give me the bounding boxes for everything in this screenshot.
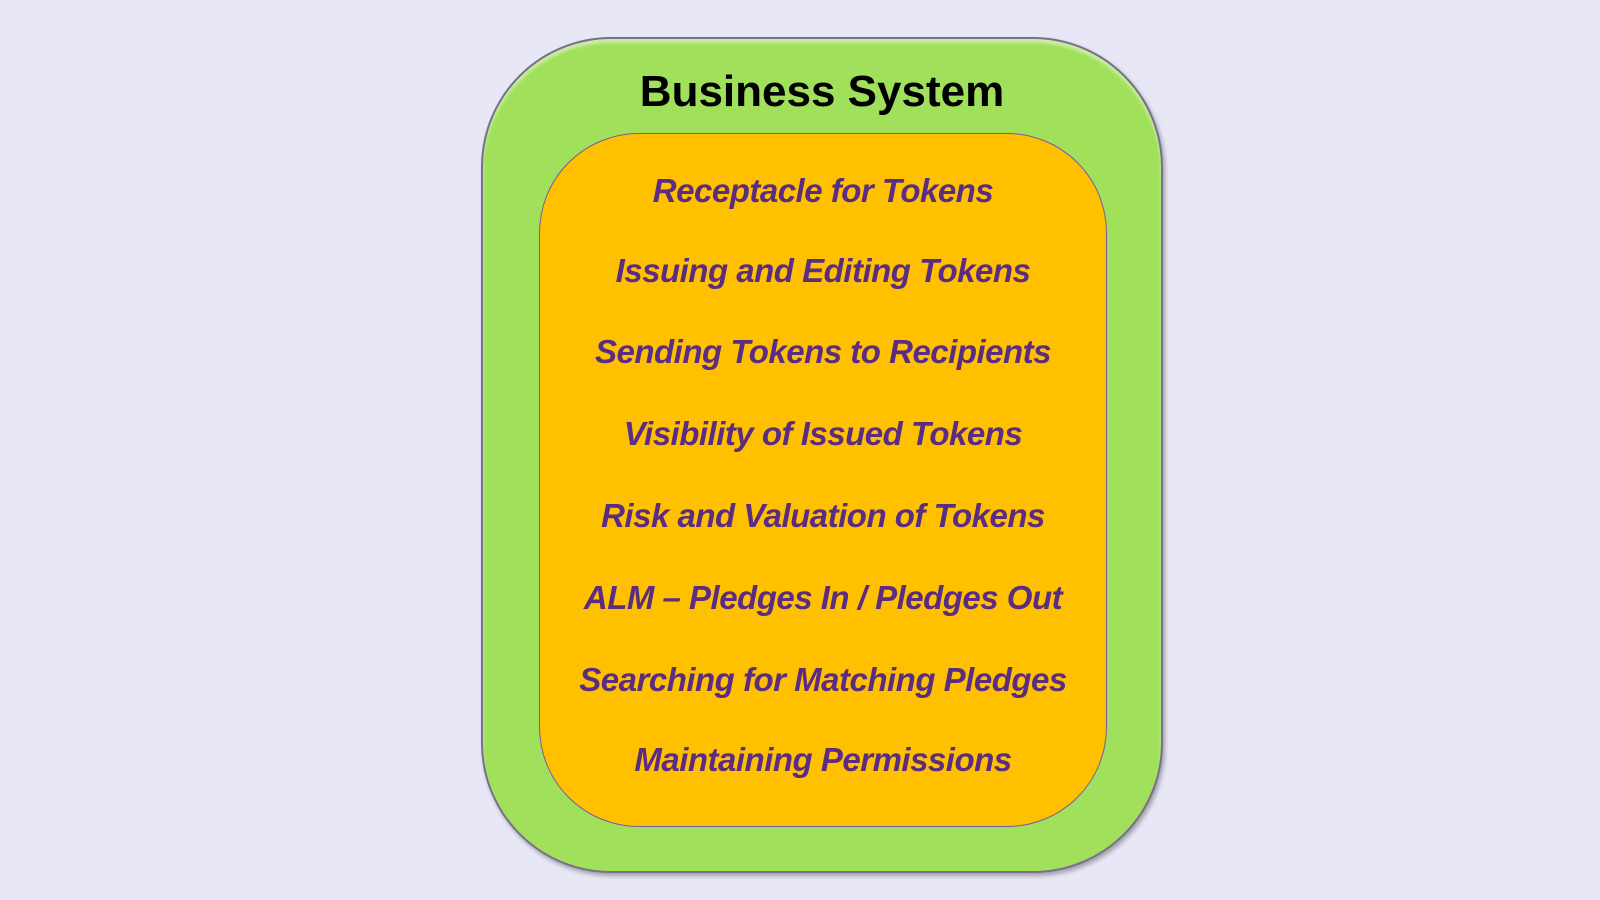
capability-item: Risk and Valuation of Tokens (601, 497, 1045, 534)
capability-item: Receptacle for Tokens (652, 172, 994, 209)
capability-item: Issuing and Editing Tokens (615, 252, 1031, 289)
capability-item: Searching for Matching Pledges (579, 661, 1067, 698)
business-system-box: Business System Receptacle for Tokens Is… (481, 37, 1163, 873)
capability-item: Visibility of Issued Tokens (623, 415, 1023, 452)
capability-item: Maintaining Permissions (634, 741, 1012, 778)
capability-item: Sending Tokens to Recipients (594, 333, 1052, 370)
capabilities-box: Receptacle for Tokens Issuing and Editin… (539, 133, 1107, 827)
capability-item: ALM – Pledges In / Pledges Out (583, 579, 1063, 616)
diagram-title: Business System (639, 67, 1005, 116)
